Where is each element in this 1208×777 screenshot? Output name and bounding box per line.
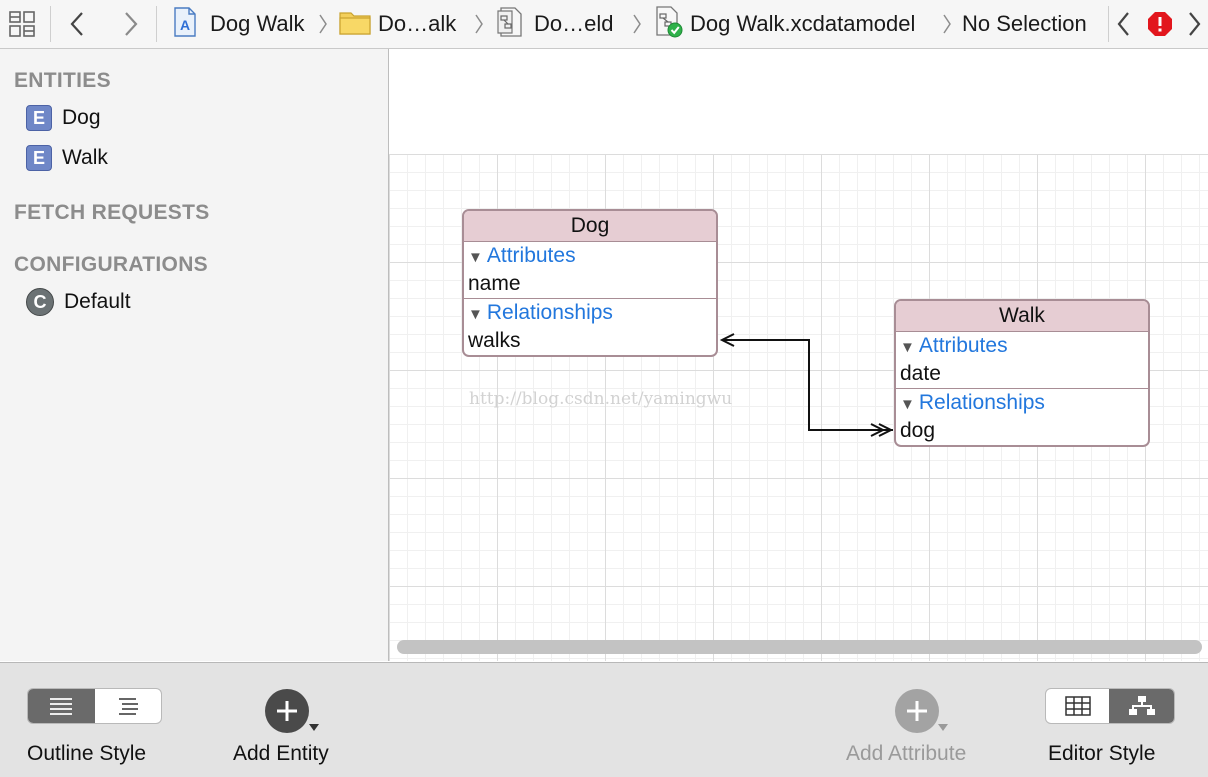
entity-icon: E: [26, 105, 52, 131]
sidebar-item-label: Dog: [62, 106, 101, 129]
attributes-disclosure[interactable]: ▼Attributes: [464, 242, 716, 270]
add-entity-label: Add Entity: [233, 742, 329, 765]
breadcrumb-separator-icon: [318, 0, 328, 48]
entity-title: Walk: [896, 301, 1148, 332]
app-project-icon: A: [172, 6, 198, 42]
relationships-disclosure[interactable]: ▼Relationships: [896, 389, 1148, 417]
editor-style-graph-button[interactable]: [1109, 689, 1174, 723]
breadcrumb-label: Do…eld: [534, 11, 614, 36]
svg-text:A: A: [180, 17, 190, 33]
disclosure-triangle-icon: ▼: [468, 249, 483, 266]
section-title-configurations: CONFIGURATIONS: [14, 253, 208, 276]
plus-icon: [277, 701, 297, 721]
model-outline-sidebar: ENTITIES E Dog E Walk FETCH REQUESTS CON…: [0, 49, 389, 661]
add-entity-button[interactable]: [265, 689, 309, 733]
dropdown-caret-icon[interactable]: [938, 724, 948, 732]
editor-style-control: [1045, 688, 1175, 724]
disclosure-triangle-icon: ▼: [468, 306, 483, 323]
entity-dog[interactable]: Dog ▼Attributes name ▼Relationships walk…: [462, 209, 718, 357]
next-issue-button[interactable]: [1186, 0, 1202, 48]
attribute-row[interactable]: date: [900, 362, 941, 385]
relationships-label: Relationships: [486, 301, 613, 324]
breadcrumb-selection[interactable]: No Selection: [962, 0, 1087, 48]
relationships-label: Relationships: [918, 391, 1045, 414]
editor-bottom-bar: Outline Style Add Entity Add Attribute E…: [0, 662, 1208, 777]
attributes-label: Attributes: [918, 334, 1008, 357]
editor-style-label: Editor Style: [1048, 742, 1156, 765]
relationship-connector[interactable]: [389, 49, 1208, 661]
entity-title: Dog: [464, 211, 716, 242]
sidebar-item-label: Walk: [62, 146, 108, 169]
section-title-entities: ENTITIES: [14, 69, 111, 92]
breadcrumb-separator-icon: [474, 0, 484, 48]
back-button[interactable]: [68, 0, 86, 48]
error-icon[interactable]: [1147, 0, 1173, 48]
entity-icon: E: [26, 145, 52, 171]
table-icon: [1064, 696, 1091, 716]
graph-editor-canvas[interactable]: http://blog.csdn.net/yamingwu Dog ▼Attri…: [389, 49, 1208, 661]
watermark-text: http://blog.csdn.net/yamingwu: [469, 389, 733, 409]
add-attribute-button[interactable]: [895, 689, 939, 733]
breadcrumb-model-bundle[interactable]: Do…eld: [496, 0, 613, 48]
add-attribute-label: Add Attribute: [846, 742, 967, 765]
attributes-label: Attributes: [486, 244, 576, 267]
dropdown-caret-icon[interactable]: [309, 724, 319, 732]
entity-walk[interactable]: Walk ▼Attributes date ▼Relationships dog: [894, 299, 1150, 447]
outline-style-flat-button[interactable]: [28, 689, 95, 723]
breadcrumb-project[interactable]: A Dog Walk: [172, 0, 305, 48]
breadcrumb-group[interactable]: Do…alk: [339, 0, 456, 48]
breadcrumb-separator-icon: [632, 0, 642, 48]
outline-style-control: [27, 688, 162, 724]
folder-icon: [339, 9, 371, 40]
relationship-row[interactable]: walks: [468, 329, 521, 352]
graph-icon: [1128, 696, 1155, 715]
breadcrumb-label: Do…alk: [378, 11, 457, 36]
editor-style-table-button[interactable]: [1046, 689, 1109, 723]
horizontal-scrollbar[interactable]: [397, 640, 1202, 654]
breadcrumb-label: Dog Walk.xcdatamodel: [690, 11, 916, 36]
outline-style-hierarchical-button[interactable]: [95, 689, 162, 723]
sidebar-item-default[interactable]: C Default: [26, 287, 131, 317]
jump-bar: A Dog Walk Do…alk Do…eld Dog Walk.xcdata…: [0, 0, 1208, 49]
outline-style-label: Outline Style: [27, 742, 147, 765]
forward-button[interactable]: [122, 0, 140, 48]
sidebar-item-dog[interactable]: E Dog: [26, 103, 101, 133]
attributes-disclosure[interactable]: ▼Attributes: [896, 332, 1148, 360]
xcdatamodeld-icon: [496, 6, 524, 42]
indented-list-icon: [118, 698, 138, 715]
disclosure-triangle-icon: ▼: [900, 339, 915, 356]
section-title-fetch-requests: FETCH REQUESTS: [14, 201, 210, 224]
sidebar-item-label: Default: [64, 290, 131, 313]
breadcrumb-model-file[interactable]: Dog Walk.xcdatamodel: [654, 0, 915, 48]
attribute-row[interactable]: name: [468, 272, 521, 295]
sidebar-item-walk[interactable]: E Walk: [26, 143, 108, 173]
relationship-row[interactable]: dog: [900, 419, 936, 442]
breadcrumb-label: Dog Walk: [210, 11, 305, 36]
xcdatamodel-icon: [654, 5, 684, 43]
configuration-icon: C: [26, 288, 54, 316]
list-icon: [50, 698, 73, 715]
breadcrumb-separator-icon: [942, 0, 952, 48]
relationships-disclosure[interactable]: ▼Relationships: [464, 299, 716, 327]
plus-icon: [907, 701, 927, 721]
breadcrumb-label: No Selection: [962, 11, 1087, 36]
disclosure-triangle-icon: ▼: [900, 396, 915, 413]
related-items-icon[interactable]: [8, 0, 36, 48]
previous-issue-button[interactable]: [1116, 0, 1132, 48]
